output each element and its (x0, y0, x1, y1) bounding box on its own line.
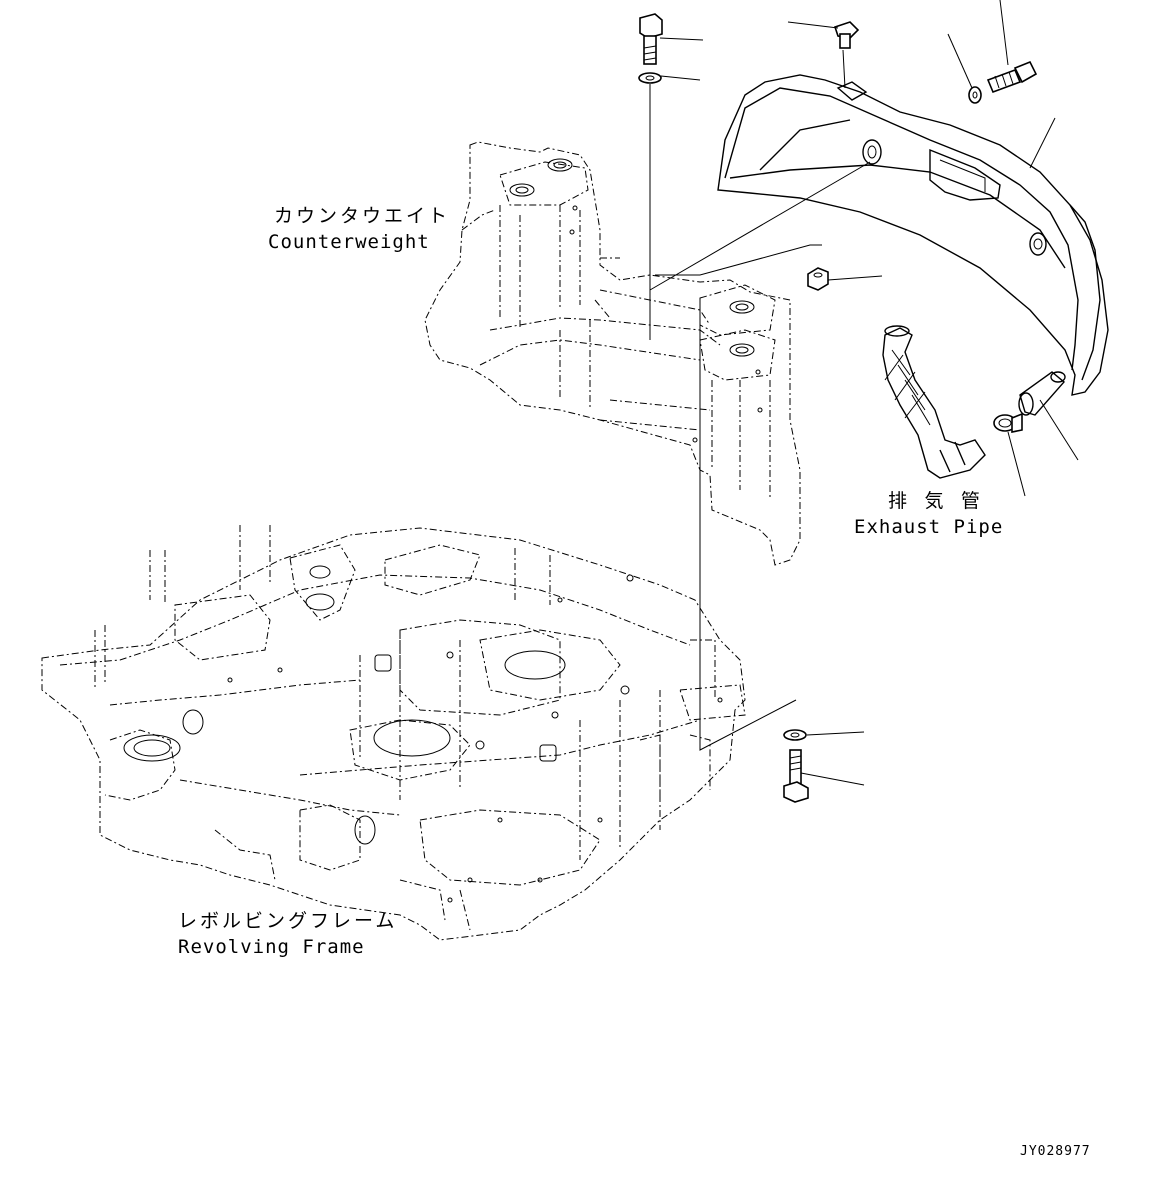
exhaust-tail-pipe (1018, 371, 1066, 416)
bolt-icon (783, 749, 809, 803)
bolt-icon (833, 21, 860, 49)
counterweight-label-en: Counterweight (268, 231, 430, 253)
bolt-icon (986, 60, 1038, 94)
counterweight-outline (424, 141, 801, 566)
leader-lines (649, 0, 1079, 786)
exhaust-pipe-label-en: Exhaust Pipe (854, 516, 1004, 538)
revolving-frame-label-en: Revolving Frame (178, 936, 365, 958)
clamp-icon (993, 412, 1023, 433)
washer-icon (783, 729, 807, 741)
counterweight-label-jp: カウンタウエイト (274, 205, 451, 227)
washer-icon (638, 72, 662, 84)
drawing-code: JY028977 (1020, 1144, 1091, 1159)
revolving-frame-outline (41, 525, 746, 941)
counterweight-cover (717, 74, 1109, 396)
washer-icon (968, 86, 982, 104)
nut-icon (807, 267, 829, 291)
exhaust-pipe-label-jp: 排 気 管 (888, 490, 983, 512)
bolt-icon (639, 13, 663, 65)
exhaust-pipe (882, 325, 986, 479)
revolving-frame-label-jp: レボルビングフレーム (178, 910, 398, 932)
